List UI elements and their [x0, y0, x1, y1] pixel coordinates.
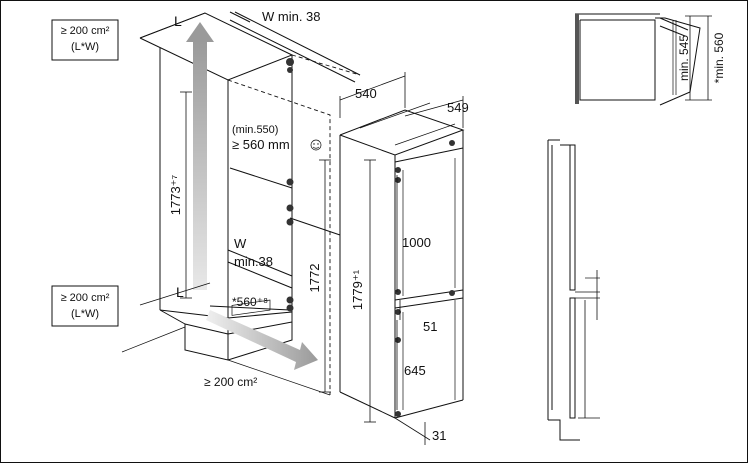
cabinet-niche [121, 11, 361, 396]
dim-549: 549 [404, 96, 469, 128]
vent-top-lw: (L*W) [71, 41, 99, 53]
l-bottom-label: L [176, 284, 184, 300]
refrigerator [339, 102, 465, 419]
dim-540: 540 [339, 72, 406, 118]
vent-top-box: ≥ 200 cm² (L*W) [51, 19, 119, 61]
dim-1779: 1779⁺¹ [350, 159, 376, 423]
min550-label: (min.550) [232, 124, 278, 136]
dim-l-bottom: L [139, 282, 211, 306]
smiley-icon [310, 139, 322, 151]
h1773-label: 1773⁺⁷ [168, 174, 183, 215]
dim-1772: 1772 [307, 159, 331, 393]
min545-label: min. 545 [677, 35, 691, 81]
w-top-label: W min. 38 [262, 9, 321, 24]
h1772-label: 1772 [307, 264, 322, 293]
d51-label: 51 [423, 319, 437, 334]
vent-bottom-area: ≥ 200 cm² [61, 292, 110, 304]
detail-side-section [547, 139, 600, 441]
detail-top-section: min. 545 *min. 560 [575, 13, 726, 106]
dim-1000: 1000 [396, 175, 431, 292]
dim-645: 645 [396, 320, 426, 410]
airflow-arrow-floor [206, 310, 318, 370]
w-mid-w-label: W [234, 236, 247, 251]
dim-l-top: L [139, 12, 206, 39]
l-top-label: L [174, 13, 182, 29]
vent-floor-label: ≥ 200 cm² [204, 375, 257, 389]
d1000-label: 1000 [402, 235, 431, 250]
dim-31: 31 [394, 417, 446, 445]
d549-label: 549 [447, 100, 469, 115]
vent-bottom-box: ≥ 200 cm² (L*W) [51, 285, 119, 327]
d540-label: 540 [355, 86, 377, 101]
airflow-arrow-up [186, 22, 214, 290]
d560-label: *560⁺⁸ [232, 295, 268, 309]
vent-top-area: ≥ 200 cm² [61, 25, 110, 37]
w-mid-min-label: min.38 [234, 254, 273, 269]
d645-label: 645 [404, 363, 426, 378]
d31-label: 31 [432, 428, 446, 443]
ge560-label: ≥ 560 mm [232, 137, 290, 152]
dim-51: 51 [399, 300, 437, 334]
min560-label: *min. 560 [712, 32, 726, 83]
vent-bottom-lw: (L*W) [71, 308, 99, 320]
dim-1773: 1773⁺⁷ [168, 91, 192, 299]
h1779-label: 1779⁺¹ [350, 269, 365, 310]
